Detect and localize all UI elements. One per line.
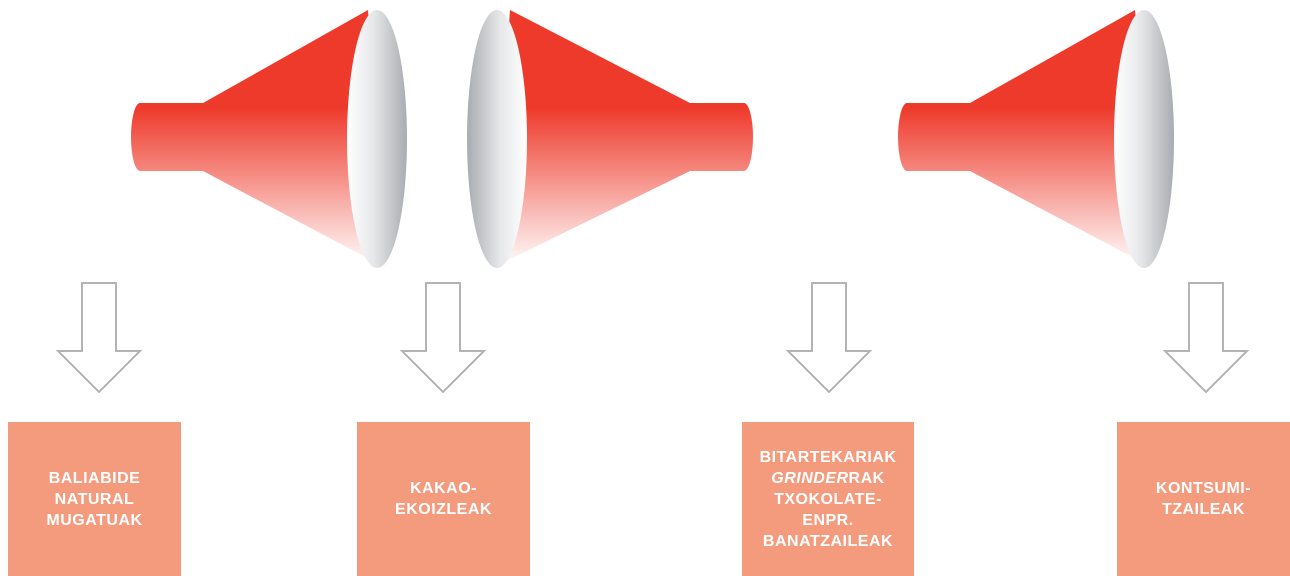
funnel-2 [467, 10, 753, 268]
funnel-3-lens [1114, 10, 1174, 268]
box-label-line: TZAILEAK [1161, 501, 1246, 518]
box-consumers: KONTSUMI- TZAILEAK [1117, 422, 1290, 576]
box-intermediaries: BITARTEKARIAK GRINDERRAK TXOKOLATE- ENPR… [742, 422, 914, 576]
down-arrow-icon [399, 282, 487, 394]
box-label-line: EKOIZLEAK [395, 501, 492, 518]
box-cocoa-producers: KAKAO- EKOIZLEAK [357, 422, 530, 576]
down-arrow-icon [1162, 282, 1250, 394]
funnel-3 [898, 10, 1174, 268]
down-arrow-icon [55, 282, 143, 394]
box-label-line-grinders: GRINDERRAK [760, 468, 897, 489]
box-label-line: TXOKOLATE- [774, 490, 882, 508]
box-label-line: BANATZAILEAK [762, 532, 894, 550]
funnel-1 [131, 10, 407, 268]
down-arrow-icon [785, 282, 873, 394]
box-label-line: ENPR. [802, 511, 854, 529]
funnel-2-body [492, 10, 753, 268]
funnel-3-body [898, 10, 1153, 268]
box-label-line: KONTSUMI- [1155, 480, 1252, 497]
box-label-em: GRINDER [771, 469, 849, 487]
funnel-2-lens [467, 10, 527, 268]
box-label-line: BITARTEKARIAK [759, 448, 897, 466]
box-label-line: MUGATUAK [46, 511, 143, 529]
box-label-line: KAKAO- [409, 480, 477, 497]
funnel-1-lens [347, 10, 407, 268]
box-natural-resources: BALIABIDE NATURAL MUGATUAK [8, 422, 181, 576]
box-label-line: NATURAL [54, 490, 135, 508]
funnel-1-body [131, 10, 386, 268]
box-label-line: BALIABIDE [48, 469, 141, 487]
box-label-em-suffix: RAK [848, 469, 885, 487]
